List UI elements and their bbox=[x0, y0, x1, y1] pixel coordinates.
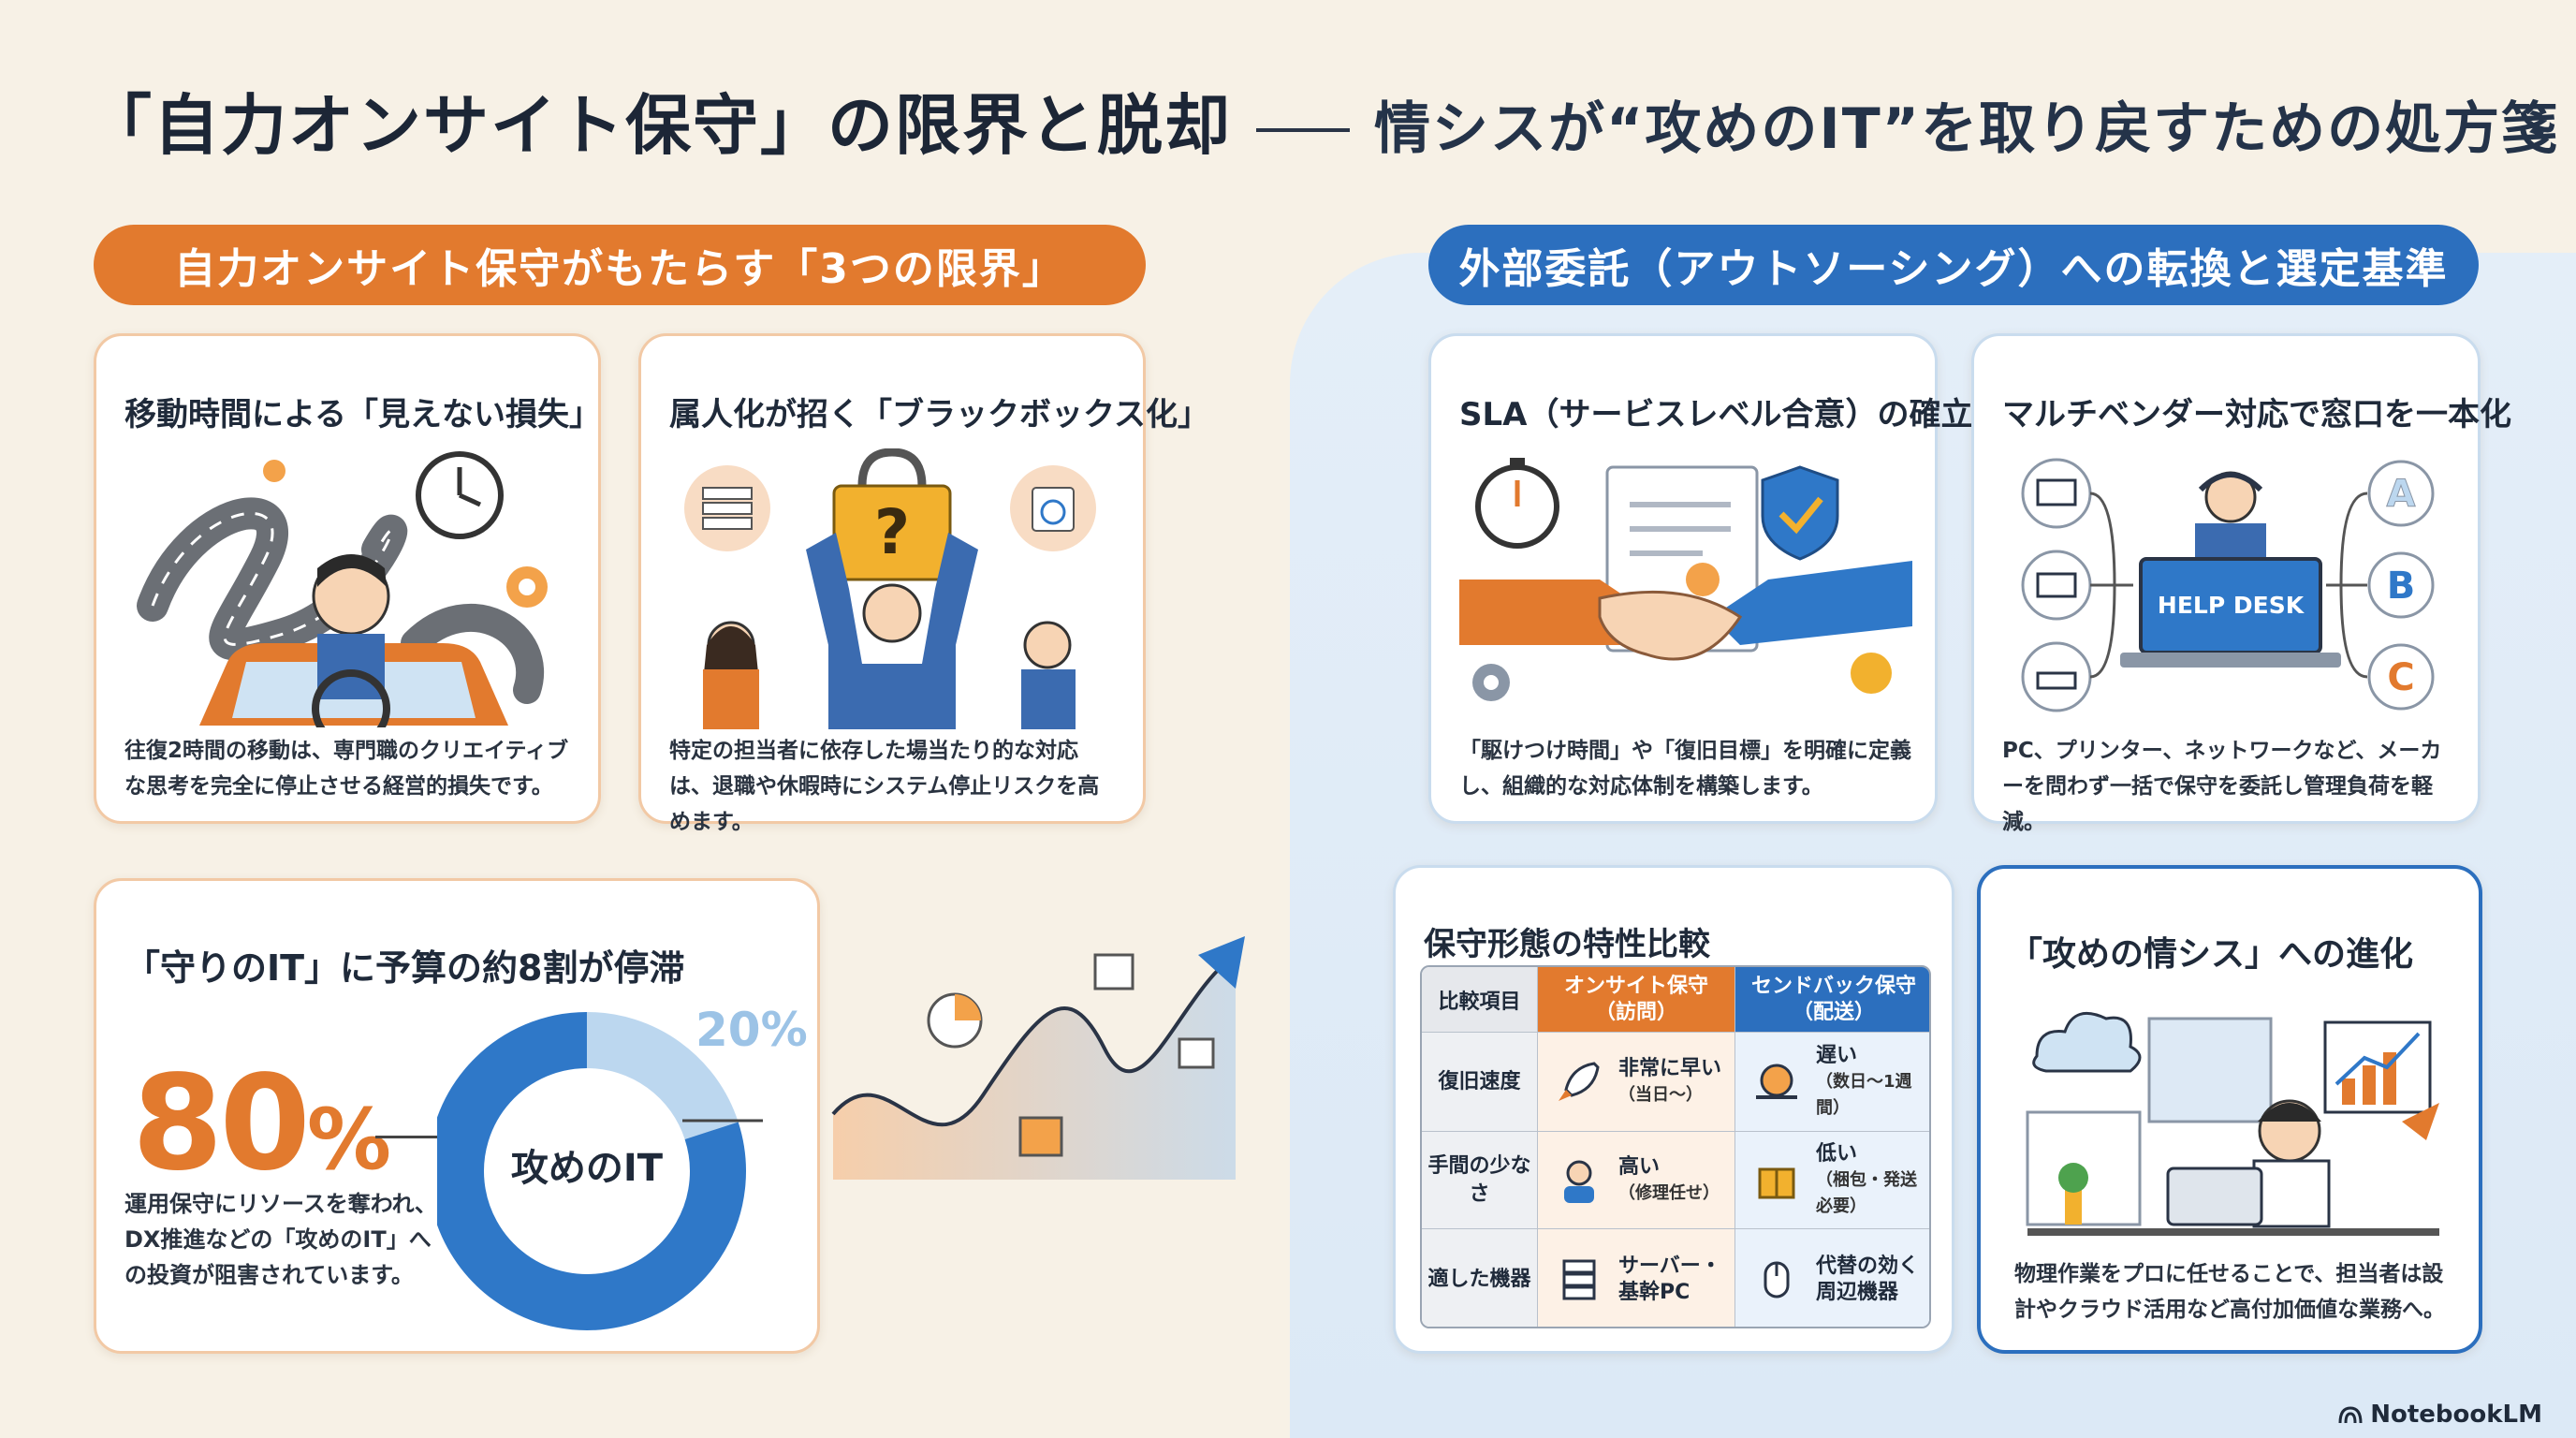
cloud-icon bbox=[2032, 1011, 2142, 1073]
table-header-sendback: センドバック保守（配送） bbox=[1735, 967, 1929, 1033]
snail-icon bbox=[1756, 1064, 1797, 1099]
arrow-up-icon bbox=[2402, 1103, 2439, 1140]
shield-check-icon bbox=[1761, 465, 1839, 561]
donut-center-label: 攻めのIT bbox=[511, 1147, 664, 1190]
card-title: 「守りのIT」に予算の約8割が停滞 bbox=[124, 947, 685, 989]
sla-handshake-illustration bbox=[1459, 458, 1912, 701]
table-cell-sendback: 遅い（数日〜1週間） bbox=[1735, 1033, 1929, 1132]
card-title: 保守形態の特性比較 bbox=[1424, 926, 1710, 963]
line-chart-icon bbox=[1093, 953, 1134, 990]
title-main: 「自力オンサイト保守」の限界と脱却 bbox=[86, 87, 1232, 164]
card-description: 物理作業をプロに任せることで、担当者は設計やクラウド活用など高付加価値な業務へ。 bbox=[2014, 1262, 2445, 1322]
brand-footer: NotebookLM bbox=[2338, 1401, 2542, 1429]
stressed-driver-illustration bbox=[137, 451, 548, 727]
router-icon bbox=[2036, 671, 2077, 690]
help-desk-label: HELP DESK bbox=[2158, 592, 2305, 619]
gear-icon-small bbox=[263, 460, 285, 482]
vendor-c: C bbox=[2387, 656, 2414, 699]
table-row-label: 復旧速度 bbox=[1422, 1033, 1538, 1132]
card-description: 「駆けつけ時間」や「復旧目標」を明確に定義し、組織的な対応体制を構築します。 bbox=[1459, 739, 1911, 799]
plant-icon bbox=[2065, 1187, 2082, 1225]
svg-text:?: ? bbox=[874, 496, 910, 568]
card-title: 「攻めの情シス」への進化 bbox=[2009, 935, 2414, 974]
card-title: 属人化が招く「ブラックボックス化」 bbox=[669, 396, 1209, 433]
card-description: 運用保守にリソースを奪われ、DX推進などの「攻めのIT」への投資が阻害されていま… bbox=[124, 1191, 437, 1288]
card-title: マルチベンダー対応で窓口を一本化 bbox=[2002, 396, 2511, 433]
server-rack-icon bbox=[1562, 1259, 1596, 1299]
title-subtitle: 情シスが“攻めのIT”を取り戻すための処方箋 bbox=[1374, 96, 2560, 162]
laptop-icon bbox=[2166, 1167, 2263, 1226]
card-blackbox: 属人化が招く「ブラックボックス化」 ? 特定の担当者に依存した場当たり的な対応は… bbox=[638, 333, 1209, 834]
arrow-up-icon bbox=[1198, 936, 1245, 989]
technician-icon bbox=[1564, 1160, 1594, 1203]
table-header-onsite: オンサイト保守（訪問） bbox=[1538, 967, 1735, 1033]
lock-icon bbox=[832, 484, 952, 581]
notebooklm-logo-icon bbox=[2338, 1406, 2363, 1424]
table-cell-onsite: 非常に早い（当日〜） bbox=[1538, 1033, 1735, 1132]
mouse-icon bbox=[1764, 1261, 1790, 1298]
blackbox-illustration: ? bbox=[684, 448, 1096, 729]
growth-decoration bbox=[831, 936, 1245, 1180]
helpdesk-illustration: HELP DESK A B C bbox=[2021, 458, 2435, 712]
table-header-item: 比較項目 bbox=[1422, 967, 1538, 1033]
card-budget: 「守りのIT」に予算の約8割が停滞 80% 運用保守にリソースを奪われ、DX推進… bbox=[94, 878, 820, 1354]
blueprint-icon bbox=[2147, 1017, 2273, 1123]
table-row-label: 適した機器 bbox=[1422, 1229, 1538, 1327]
table-row-label: 手間の少なさ bbox=[1422, 1132, 1538, 1229]
card-description: PC、プリンター、ネットワークなど、メーカーを問わず一括で保守を委託し管理負荷を… bbox=[2002, 739, 2442, 834]
connector-line bbox=[375, 1136, 488, 1138]
vendor-b: B bbox=[2387, 565, 2416, 608]
card-description: 特定の担当者に依存した場当たり的な対応は、退職や休暇時にシステム停止リスクを高め… bbox=[669, 739, 1100, 834]
comparison-table: 比較項目 オンサイト保守（訪問） センドバック保守（配送） 復旧速度 非常に早い… bbox=[1420, 965, 1931, 1328]
card-multivendor: マルチベンダー対応で窓口を一本化 HELP DESK A B C PC、プリンタ… bbox=[1971, 333, 2511, 834]
gear-icon-check bbox=[1851, 653, 1892, 694]
card-travel-loss: 移動時間による「見えない損失」 往復2時間の移動は、専門職のクリエイティブな思考… bbox=[94, 333, 601, 824]
donut-segment-attack-it bbox=[586, 1012, 739, 1140]
card-description: 往復2時間の移動は、専門職のクリエイティブな思考を完全に停止させる経営的損失です… bbox=[124, 739, 569, 799]
budget-donut-chart: 攻めのIT bbox=[437, 1012, 763, 1330]
card-sla: SLA（サービスレベル合意）の確立 「駆けつけ時間」や「復旧目標」を明確に定義し… bbox=[1428, 333, 1973, 824]
vendor-a: A bbox=[2387, 473, 2416, 516]
page-title: 「自力オンサイト保守」の限界と脱却 情シスが“攻めのIT”を取り戻すための処方箋 bbox=[86, 73, 2557, 176]
card-title: SLA（サービスレベル合意）の確立 bbox=[1459, 396, 1973, 433]
right-section-label: 外部委託（アウトソーシング）への転換と選定基準 bbox=[1428, 225, 2479, 305]
printer-icon bbox=[2036, 572, 2077, 598]
card-evolution: 「攻めの情シス」への進化 物理作業をプロに任せることで、担当者は設計やクラウド活… bbox=[1977, 865, 2482, 1354]
evolution-illustration bbox=[2026, 1011, 2439, 1236]
card-title: 移動時間による「見えない損失」 bbox=[124, 396, 601, 433]
small-percentage: 20% bbox=[695, 1003, 808, 1057]
left-section-label: 自力オンサイト保守がもたらす「3つの限界」 bbox=[94, 225, 1146, 305]
box-icon bbox=[1018, 1116, 1063, 1157]
document-icon bbox=[1178, 1037, 1215, 1069]
package-icon bbox=[1758, 1167, 1795, 1198]
donut-segment-defense-it bbox=[437, 1012, 746, 1330]
card-comparison: 保守形態の特性比較 比較項目 オンサイト保守（訪問） センドバック保守（配送） … bbox=[1393, 865, 1954, 1354]
table-cell-onsite: サーバー・基幹PC bbox=[1538, 1229, 1735, 1327]
rocket-icon bbox=[1559, 1061, 1600, 1101]
title-dash bbox=[1256, 127, 1350, 132]
monitor-icon bbox=[2036, 478, 2077, 506]
table-cell-onsite: 高い（修理任せ） bbox=[1538, 1132, 1735, 1229]
table-cell-sendback: 代替の効く周辺機器 bbox=[1735, 1229, 1929, 1327]
table-cell-sendback: 低い（梱包・発送必要） bbox=[1735, 1132, 1929, 1229]
budget-percentage: 80% bbox=[132, 1048, 391, 1200]
